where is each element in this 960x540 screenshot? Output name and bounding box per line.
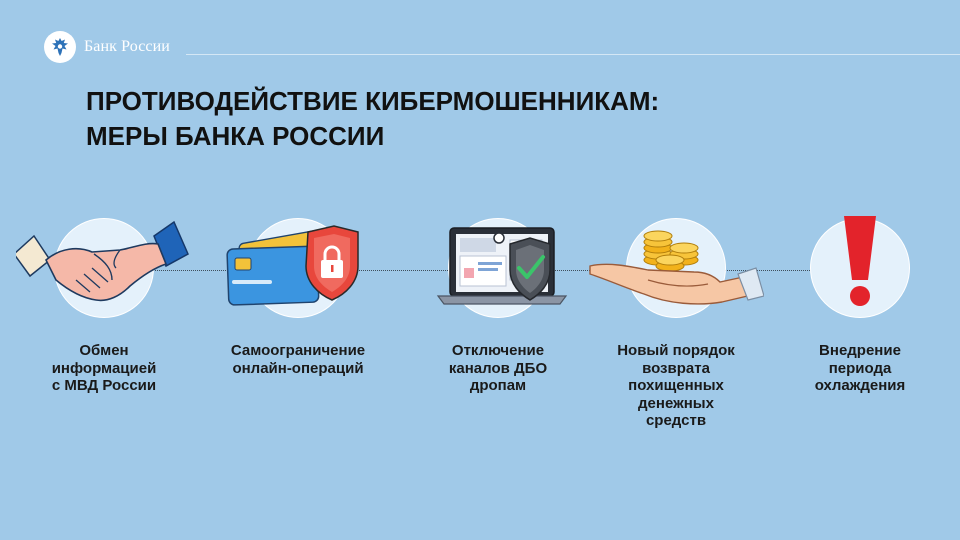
header: Банк России [44, 30, 170, 64]
handshake-icon [16, 220, 189, 302]
hand-coins-icon [589, 230, 764, 305]
exclamation-icon [844, 216, 876, 306]
measure-refund-order: Новый порядок возврата похищенных денежн… [588, 210, 764, 430]
measure-label: Новый порядок возврата похищенных денежн… [617, 342, 735, 429]
measure-info-exchange: Обмен информацией с МВД России [16, 210, 192, 395]
measure-label: Обмен информацией с МВД России [51, 342, 157, 394]
measure-label: Внедрение периода охлаждения [814, 342, 906, 394]
measure-label: Отключение каналов ДБО дропам [448, 342, 548, 394]
page-title: ПРОТИВОДЕЙСТВИЕ КИБЕРМОШЕННИКАМ: МЕРЫ БА… [86, 84, 659, 154]
measure-cooling-period: Внедрение периода охлаждения [772, 210, 948, 395]
measure-self-restriction: Самоограничение онлайн-операций [210, 210, 386, 377]
header-divider [186, 54, 960, 55]
eagle-emblem-icon [44, 31, 76, 63]
title-line-1: ПРОТИВОДЕЙСТВИЕ КИБЕРМОШЕННИКАМ: [86, 86, 660, 116]
bank-brand-name: Банк России [84, 38, 170, 55]
card-lock-shield-icon [226, 225, 359, 306]
laptop-shield-check-icon [436, 227, 568, 305]
measure-label: Самоограничение онлайн-операций [230, 342, 366, 377]
measure-disconnect-drops: Отключение каналов ДБО дропам [410, 210, 586, 395]
title-line-2: МЕРЫ БАНКА РОССИИ [86, 121, 385, 151]
